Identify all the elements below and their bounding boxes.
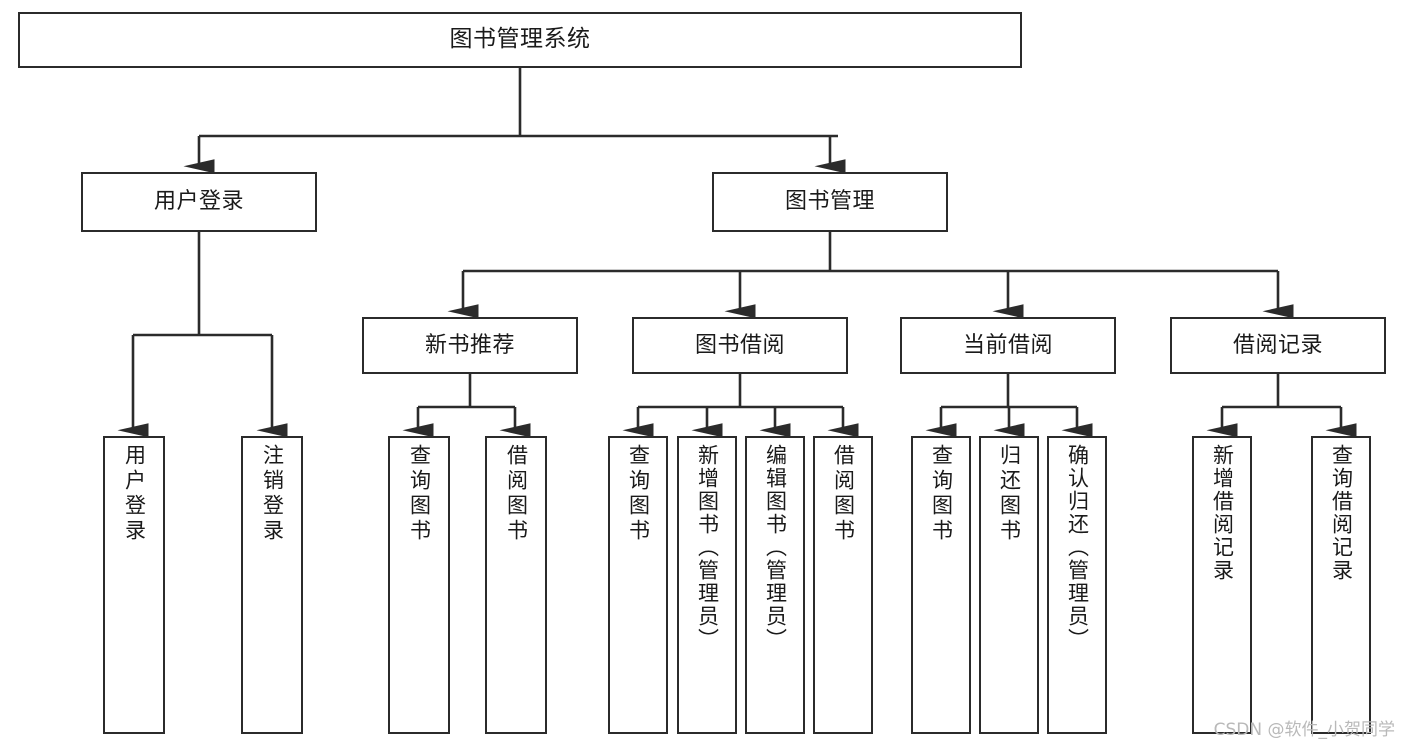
node-leaf-confirm-return[interactable]: 确认归还（管理员）: [1047, 436, 1107, 734]
node-leaf-edit-book-label: 编辑图书（管理员）: [763, 444, 788, 651]
node-leaf-add-book[interactable]: 新增图书（管理员）: [677, 436, 737, 734]
node-leaf-query-book-1-label: 查询图书: [407, 444, 432, 544]
node-leaf-query-book-3-label: 查询图书: [929, 444, 954, 544]
node-leaf-add-borrow-record[interactable]: 新增借阅记录: [1192, 436, 1252, 734]
node-user-login[interactable]: 用户登录: [81, 172, 317, 232]
node-leaf-confirm-return-label: 确认归还（管理员）: [1065, 444, 1090, 651]
node-leaf-query-book-3[interactable]: 查询图书: [911, 436, 971, 734]
node-leaf-return-book[interactable]: 归还图书: [979, 436, 1039, 734]
node-book-borrow-label: 图书借阅: [694, 332, 785, 358]
node-leaf-query-book-2[interactable]: 查询图书: [608, 436, 668, 734]
node-leaf-add-book-label: 新增图书（管理员）: [695, 444, 720, 651]
node-current-borrow[interactable]: 当前借阅: [900, 317, 1116, 374]
node-leaf-user-login-label: 用户登录: [122, 444, 147, 544]
csdn-watermark: CSDN @软件_小贺同学: [1213, 720, 1395, 740]
node-leaf-user-login[interactable]: 用户登录: [103, 436, 165, 734]
node-root-system-label: 图书管理系统: [449, 26, 591, 53]
node-leaf-edit-book[interactable]: 编辑图书（管理员）: [745, 436, 805, 734]
node-book-manage[interactable]: 图书管理: [712, 172, 948, 232]
node-leaf-borrow-book-2-label: 借阅图书: [831, 444, 856, 544]
node-root-system[interactable]: 图书管理系统: [18, 12, 1022, 68]
node-borrow-record-label: 借阅记录: [1232, 332, 1323, 358]
node-leaf-return-book-label: 归还图书: [997, 444, 1022, 544]
node-leaf-query-book-2-label: 查询图书: [626, 444, 651, 544]
node-leaf-query-borrow-record[interactable]: 查询借阅记录: [1311, 436, 1371, 734]
node-borrow-record[interactable]: 借阅记录: [1170, 317, 1386, 374]
node-current-borrow-label: 当前借阅: [962, 332, 1053, 358]
node-leaf-query-borrow-record-label: 查询借阅记录: [1329, 444, 1354, 582]
node-leaf-query-book-1[interactable]: 查询图书: [388, 436, 450, 734]
node-book-manage-label: 图书管理: [784, 189, 875, 215]
node-leaf-borrow-book-2[interactable]: 借阅图书: [813, 436, 873, 734]
node-new-book-recommend-label: 新书推荐: [424, 332, 515, 358]
node-book-borrow[interactable]: 图书借阅: [632, 317, 848, 374]
node-user-login-label: 用户登录: [153, 189, 244, 215]
node-leaf-add-borrow-record-label: 新增借阅记录: [1210, 444, 1235, 582]
node-leaf-borrow-book-1[interactable]: 借阅图书: [485, 436, 547, 734]
node-leaf-borrow-book-1-label: 借阅图书: [504, 444, 529, 544]
node-leaf-user-logout[interactable]: 注销登录: [241, 436, 303, 734]
node-new-book-recommend[interactable]: 新书推荐: [362, 317, 578, 374]
node-leaf-user-logout-label: 注销登录: [260, 444, 285, 544]
